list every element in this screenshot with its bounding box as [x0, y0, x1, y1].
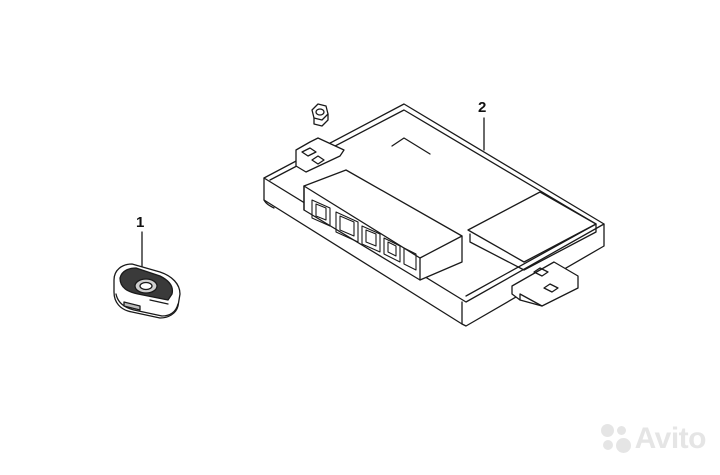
key-fob-rim: [115, 293, 179, 317]
watermark-text: Avito: [634, 422, 707, 455]
callout-label-2: 2: [478, 99, 487, 116]
module-mount-tab-right: [511, 261, 579, 307]
avito-watermark: Avito: [600, 422, 707, 456]
key-fob-part: [113, 231, 181, 319]
module-top-mark: [391, 137, 431, 155]
avito-logo-icon: [600, 424, 631, 454]
hex-nut: [311, 103, 329, 127]
module-top-bevel: [269, 109, 597, 297]
key-fob-slot: [123, 301, 141, 311]
control-module-part: [263, 103, 605, 327]
callout-label-1: 1: [136, 214, 145, 231]
module-mount-tab-left: [295, 137, 345, 173]
module-side-edge: [263, 199, 275, 209]
module-label-pad-edge: [469, 223, 597, 271]
module-connector-block: [303, 169, 463, 281]
key-fob-button-inner: [139, 281, 153, 291]
key-fob-seam: [149, 299, 169, 305]
